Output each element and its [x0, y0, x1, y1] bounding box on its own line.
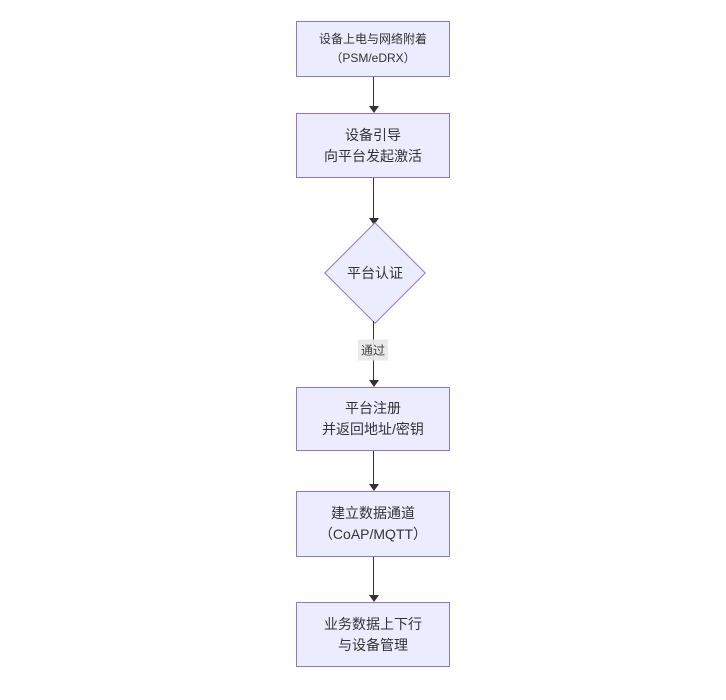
node-business-data-line1: 业务数据上下行	[324, 615, 422, 632]
edge-channel-to-business	[373, 557, 374, 595]
edge-register-to-channel	[373, 451, 374, 484]
node-bootstrap: 设备引导 向平台发起激活	[296, 113, 450, 178]
node-power-attach-line2: （PSM/eDRX）	[330, 51, 416, 65]
node-power-attach: 设备上电与网络附着 （PSM/eDRX）	[296, 21, 450, 77]
decision-platform-auth: 平台认证	[323, 262, 427, 284]
arrow-down-icon	[368, 218, 379, 225]
edge-power-to-bootstrap	[373, 77, 374, 106]
node-register-line1: 平台注册	[345, 400, 401, 416]
decision-platform-auth-label: 平台认证	[347, 265, 403, 281]
node-bootstrap-line2: 向平台发起激活	[324, 147, 422, 164]
node-power-attach-line1: 设备上电与网络附着	[318, 32, 427, 46]
arrow-down-icon	[368, 106, 379, 113]
node-business-data-line2: 与设备管理	[338, 636, 408, 653]
edge-label-pass: 通过	[357, 339, 389, 361]
arrow-down-icon	[368, 595, 379, 602]
node-bootstrap-line1: 设备引导	[345, 126, 401, 143]
edge-bootstrap-to-auth	[373, 178, 374, 218]
arrow-down-icon	[368, 484, 379, 491]
node-business-data: 业务数据上下行 与设备管理	[296, 602, 450, 667]
node-data-channel: 建立数据通道 （CoAP/MQTT）	[296, 491, 450, 557]
node-register-line2: 并返回地址/密钥	[322, 421, 424, 437]
node-register: 平台注册 并返回地址/密钥	[296, 387, 450, 451]
arrow-down-icon	[368, 380, 379, 387]
node-data-channel-line2: （CoAP/MQTT）	[318, 526, 428, 542]
node-data-channel-line1: 建立数据通道	[331, 505, 415, 521]
